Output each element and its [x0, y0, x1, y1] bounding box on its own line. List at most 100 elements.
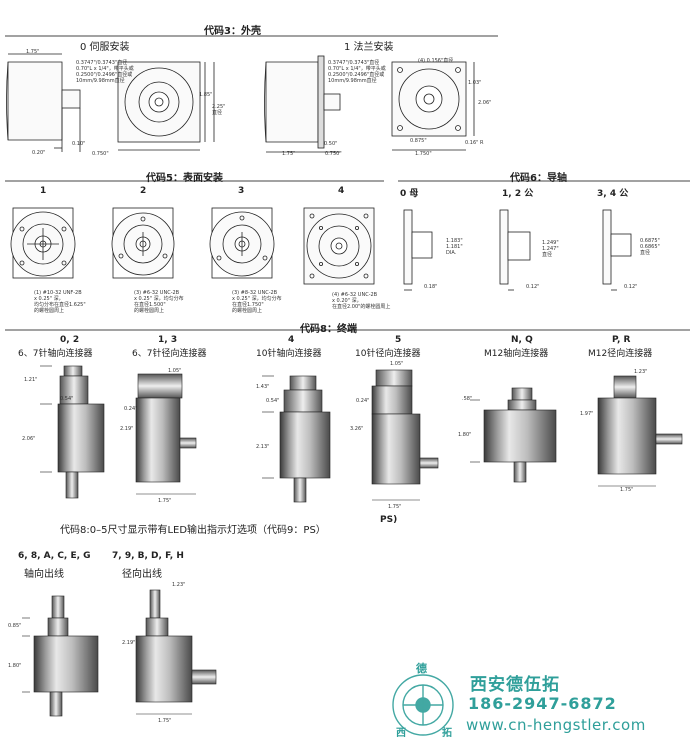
servo-dim: 2.25" — [212, 104, 226, 110]
cable-axial-desc: 轴向出线 — [24, 569, 64, 580]
term-code: N, Q — [511, 335, 533, 345]
term-dim: 1.75" — [388, 504, 402, 510]
term-axial-67 — [40, 365, 105, 499]
watermark-phone: 186-2947-6872 — [468, 694, 617, 713]
term-dim: .58" — [462, 396, 473, 402]
term-code: 4 — [288, 335, 295, 345]
term-dim: 2.06" — [22, 436, 36, 442]
sec5-num: 1 — [40, 186, 47, 196]
flange-dim: 1.750" — [415, 151, 432, 157]
sec8-footnote: 代码8:0–5尺寸显示带有LED输出指示灯选项（代码9：PS） — [60, 525, 326, 536]
cable-dim: 2.19" — [122, 640, 136, 646]
term-dim: 1.05" — [168, 368, 182, 374]
term-dim: 0.24" — [124, 406, 138, 412]
cable-radial — [135, 589, 217, 715]
term-m12-radial — [597, 375, 683, 487]
term-dim: 1.23" — [634, 369, 648, 375]
cable-axial-code: 6, 8, A, C, E, G — [18, 551, 91, 561]
term-dim: 1.05" — [390, 361, 404, 367]
servo-side-view — [6, 53, 81, 152]
term-dim: 3.26" — [350, 426, 364, 432]
term-m12-axial — [470, 387, 557, 483]
term-radial-67 — [135, 373, 197, 495]
sec5-num: 2 — [140, 186, 147, 196]
term-dim: 0.54" — [266, 398, 280, 404]
pilot34-dim: 0.12" — [624, 284, 638, 290]
servo-dim: 0.10" — [72, 141, 86, 147]
seal-char-left: 西 — [396, 728, 406, 739]
flange-dim: 0.875" — [410, 138, 427, 144]
watermark-url: www.cn-hengstler.com — [466, 716, 646, 734]
servo-title: 0 伺服安装 — [80, 42, 130, 53]
servo-dim-label: 直径 — [212, 110, 223, 116]
term-code: P, R — [612, 335, 631, 345]
cable-axial — [22, 595, 99, 717]
term-desc: 10针轴向连接器 — [256, 349, 322, 359]
flange-dim: 2.06" — [478, 100, 492, 106]
seal-char-top: 德 — [416, 662, 427, 675]
term-dim: 1.43" — [256, 384, 270, 390]
cable-dim: 0.85" — [8, 623, 22, 629]
term-code: 0, 2 — [60, 335, 80, 345]
term-desc: 10针径向连接器 — [355, 349, 421, 359]
sec8-ps-note: PS) — [380, 515, 398, 525]
pilot12-dims: 1.249"1.247"直径 — [542, 240, 559, 258]
flange-front-view — [391, 61, 475, 151]
cable-radial-desc: 径向出线 — [122, 569, 162, 580]
term-dim: 1.80" — [458, 432, 472, 438]
term-desc: M12轴向连接器 — [484, 349, 549, 359]
sec6-col-title: 0 母 — [400, 189, 419, 199]
servo-dim: 0.20" — [32, 150, 46, 156]
sec6-col-title: 1, 2 公 — [502, 189, 534, 199]
sec6-col-title: 3, 4 公 — [597, 189, 629, 199]
pilot-0-female — [403, 209, 433, 291]
flange-dim: 0.16" R — [465, 140, 484, 146]
servo-dim: 1.75" — [26, 49, 40, 55]
term-dim: 1.97" — [580, 411, 594, 417]
header-title: 代码3：外壳 — [204, 26, 261, 37]
sec5-num: 3 — [238, 186, 245, 196]
cable-dim: 1.75" — [158, 718, 172, 724]
term-desc: M12径向连接器 — [588, 349, 653, 359]
cable-dim: 1.23" — [172, 582, 186, 588]
term-dim: 0.24" — [356, 398, 370, 404]
face-mount-2 — [111, 207, 175, 279]
sec6-title: 代码6：导轴 — [510, 173, 567, 184]
flange-hole-note: (4) 0.156"直径 — [418, 58, 454, 64]
flange-dim: 1.03" — [468, 80, 482, 86]
watermark-seal — [392, 674, 454, 736]
cable-dim: 1.80" — [8, 663, 22, 669]
sec5-num: 4 — [338, 186, 345, 196]
flange-dim: 0.50" — [324, 141, 338, 147]
term-desc: 6、7针轴向连接器 — [18, 349, 93, 359]
sec5-title: 代码5：表面安装 — [146, 173, 223, 184]
term-dim: 1.75" — [158, 498, 172, 504]
seal-char-right: 拓 — [442, 728, 452, 739]
term-axial-10 — [262, 375, 331, 503]
pilot12-dim: 0.12" — [526, 284, 540, 290]
pilot0-dims: 1.183"1.181"DIA. — [446, 238, 463, 256]
term-dim: 1.21" — [24, 377, 38, 383]
flange-dim: 0.750" — [325, 151, 342, 157]
flange-side-view — [264, 55, 341, 153]
face-mount-3 — [209, 207, 275, 279]
term-dim: 1.75" — [620, 487, 634, 493]
sec8-title: 代码8：终端 — [300, 324, 357, 335]
term-code: 5 — [395, 335, 402, 345]
flange-dim: 1.75" — [282, 151, 296, 157]
servo-dim: 1.85" — [199, 92, 213, 98]
term-dim: 2.19" — [120, 426, 134, 432]
face-mount-1 — [10, 207, 76, 279]
pilot-12-male — [499, 209, 531, 291]
cable-radial-code: 7, 9, B, D, F, H — [112, 551, 184, 561]
term-dim: 2.13" — [256, 444, 270, 450]
term-desc: 6、7针径向连接器 — [132, 349, 207, 359]
servo-dim: 0.750" — [92, 151, 109, 157]
watermark-company: 西安德伍拓 — [470, 675, 560, 695]
